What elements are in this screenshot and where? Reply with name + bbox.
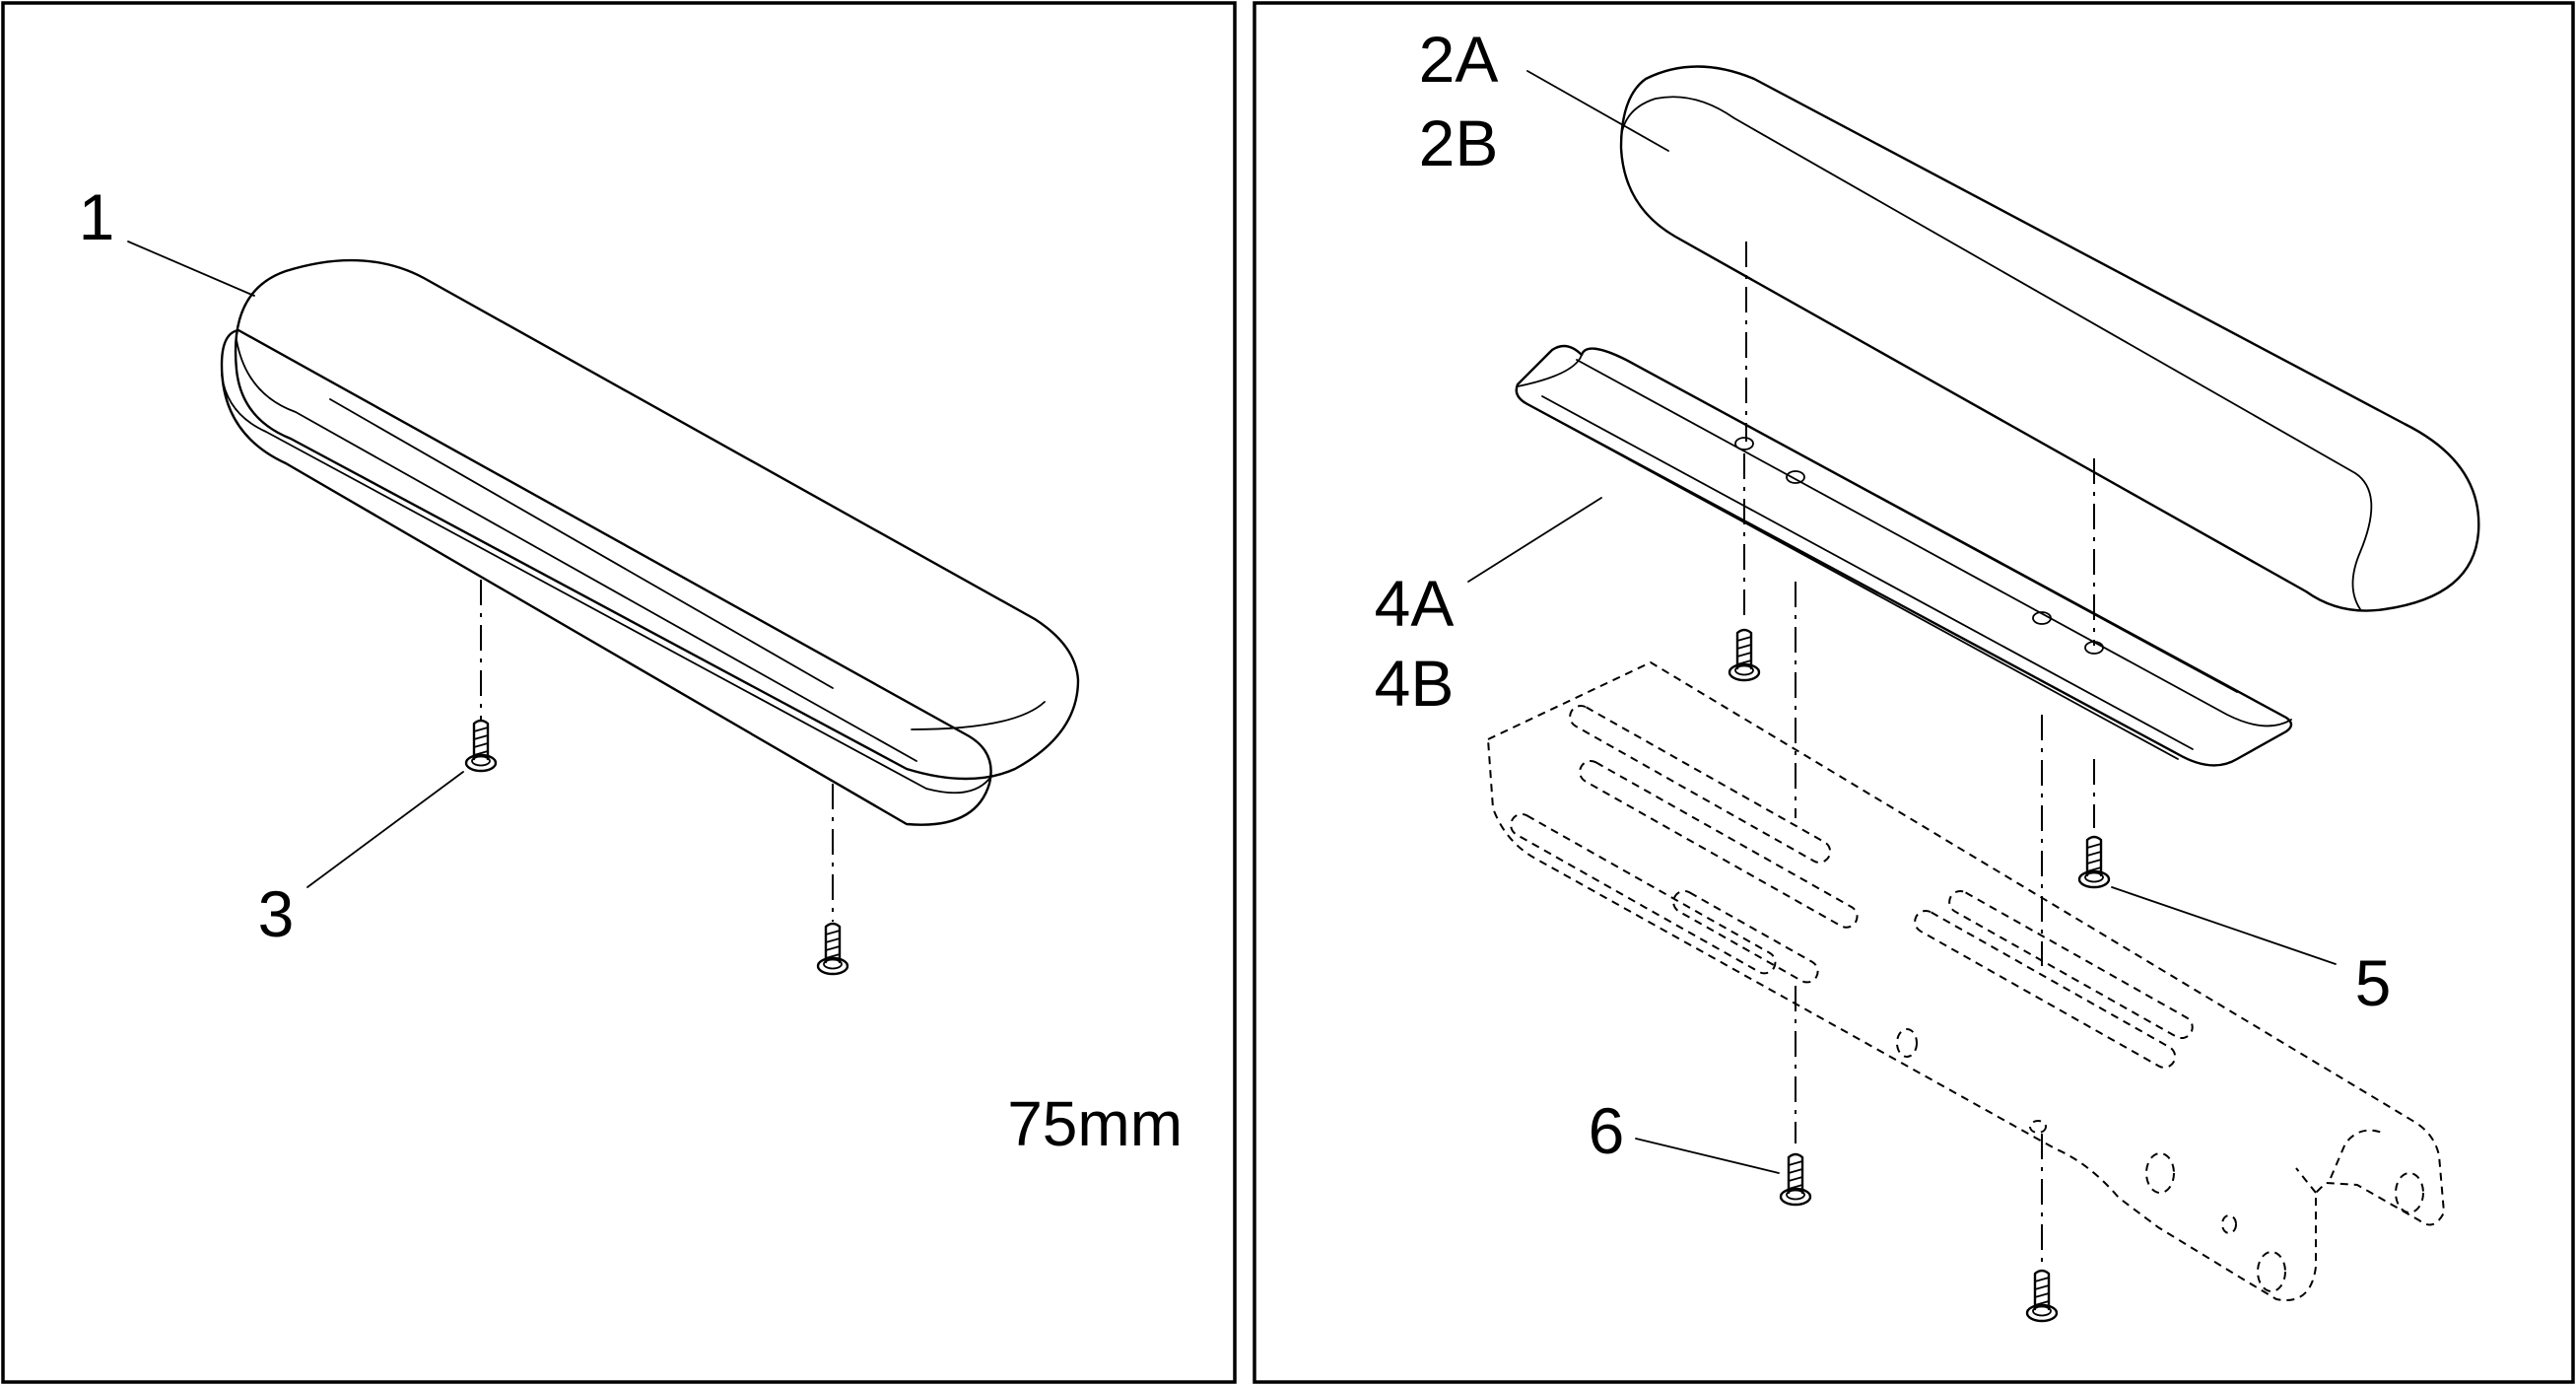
leader-line (127, 241, 255, 297)
arm-bracket-outline (1487, 661, 2445, 1301)
right-panel-frame (1253, 1, 2575, 1384)
left-panel: 1 3 75mm (1, 1, 1237, 1384)
size-note: 75mm (1007, 1088, 1183, 1159)
left-panel-frame (1, 1, 1237, 1384)
label-part-4b: 4B (1375, 647, 1455, 720)
armrest-pad-part-1 (220, 258, 1080, 826)
label-part-1: 1 (79, 180, 115, 253)
armrest-pad-part-2 (1619, 65, 2480, 612)
label-part-3: 3 (258, 877, 295, 950)
label-part-4a: 4A (1375, 567, 1455, 640)
right-panel: 2A 2B 4A 4B 5 6 (1253, 1, 2575, 1384)
label-part-2a: 2A (1419, 23, 1499, 96)
label-part-2b: 2B (1419, 106, 1499, 179)
leader-line (306, 771, 464, 888)
leader-line (1467, 497, 1602, 583)
label-part-5: 5 (2355, 946, 2392, 1019)
leader-line (1635, 1138, 1780, 1174)
base-plate-part-4 (1515, 344, 2293, 767)
leader-line (2111, 886, 2337, 965)
leader-line (1526, 70, 1669, 152)
label-part-6: 6 (1589, 1094, 1625, 1167)
